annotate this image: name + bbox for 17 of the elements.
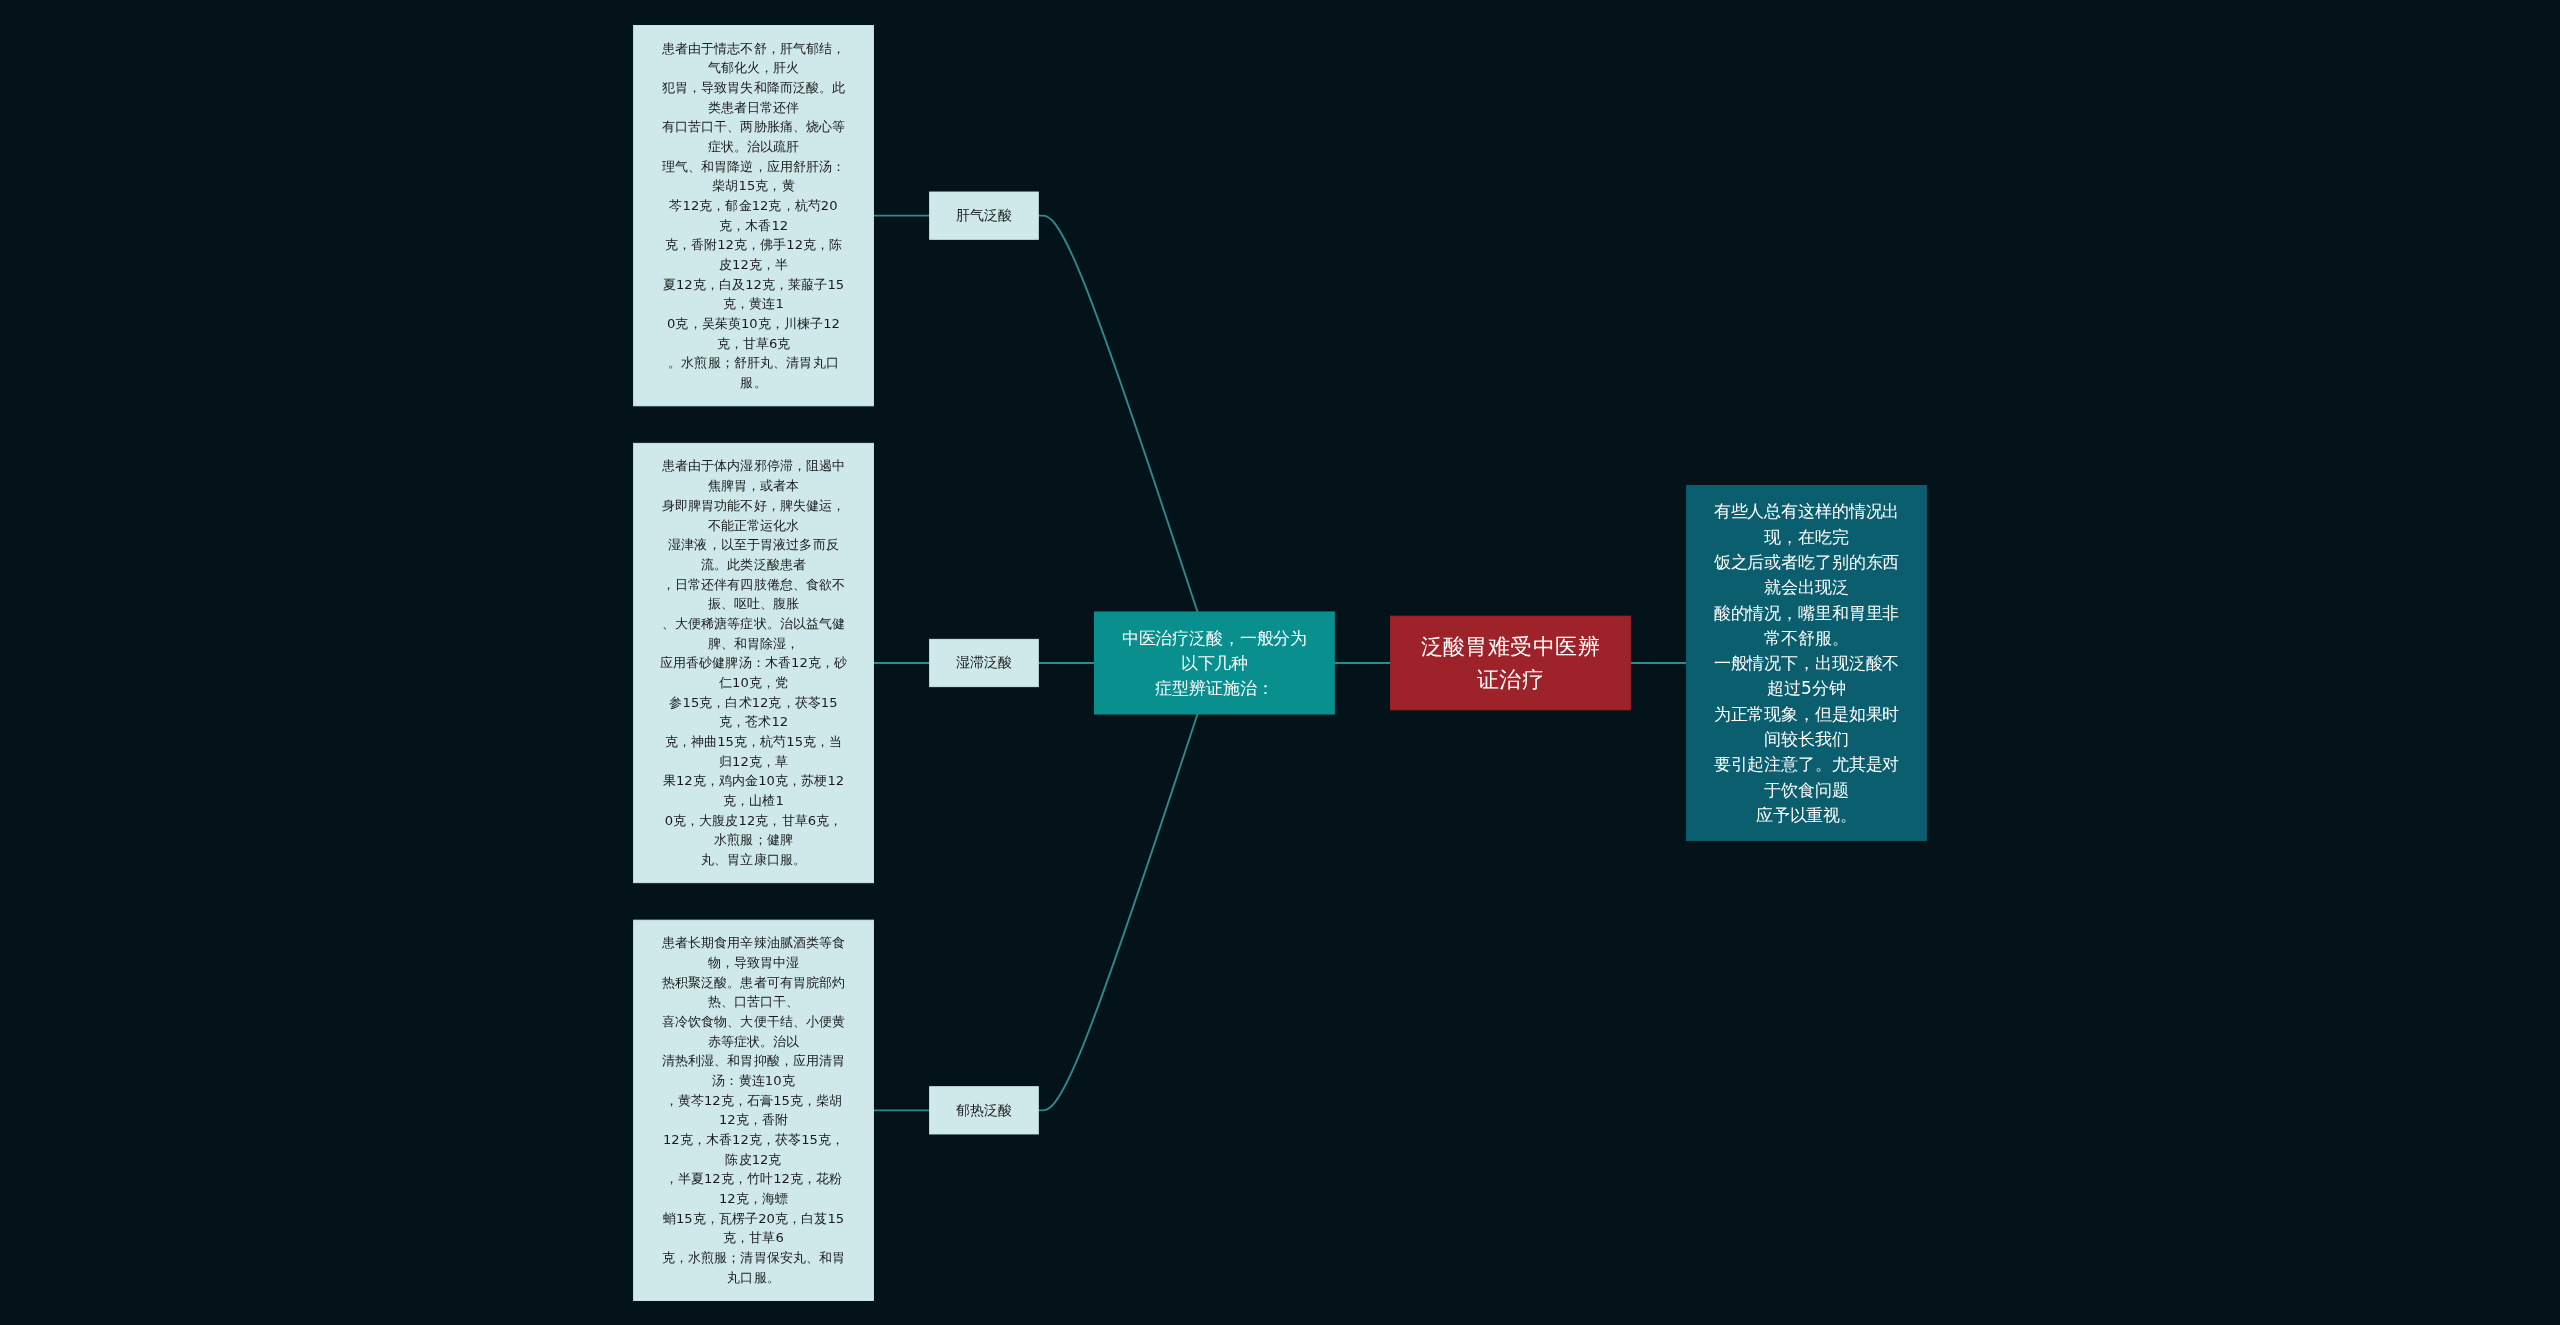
node-box: 患者由于体内湿邪停滞，阻遏中焦脾胃，或者本身即脾胃功能不好，脾失健运，不能正常运化水湿津液，以至于胃液过多而反流。此类泛酸患者，日常还伴有四肢倦怠、食欲不振、呕吐、腹胀、大便稀溏等症状。治以益气健脾、和胃除湿，应用香砂健脾汤：木香12克，砂仁10克，党参15克，白术12克，茯苓15克，苍术12克，神曲15克，杭芍15克，当归12克，草果12克，鸡内金10克，苏梗12克，山楂10克，大腹皮12克，甘草6克，水煎服；健脾丸、胃立康口服。	[633, 442, 874, 883]
node-box: 患者长期食用辛辣油腻酒类等食物，导致胃中湿热积聚泛酸。患者可有胃脘部灼热、口苦口干、喜冷饮食物、大便干结、小便黄赤等症状。治以清热利湿、和胃抑酸，应用清胃汤：黄连10克，黄芩12克，石膏15克，柴胡12克，香附12克，木香12克，茯苓15克，陈皮12克，半夏12克，竹叶12克，花粉12克，海螵蛸15克，瓦楞子20克，白芨15克，甘草6克，水煎服；清胃保安丸、和胃丸口服。	[633, 919, 874, 1301]
connector	[872, 1108, 931, 1111]
node-box: 有些人总有这样的情况出现，在吃完饭之后或者吃了别的东西就会出现泛酸的情况，嘴里和胃里非常不舒服。一般情况下，出现泛酸不超过5分钟为正常现象，但是如果时间较长我们要引起注意了。尤其是对于饮食问题应予以重视。	[1686, 484, 1927, 841]
connector	[872, 214, 931, 217]
node-box: 泛酸胃难受中医辨证治疗	[1390, 615, 1631, 710]
node-box: 中医治疗泛酸，一般分为以下几种症型辨证施治：	[1094, 610, 1335, 715]
connector	[1037, 214, 1199, 613]
connector	[1333, 661, 1392, 664]
connector	[1629, 661, 1688, 664]
node-box: 湿滞泛酸	[929, 638, 1039, 687]
connector	[872, 661, 931, 664]
connector	[1037, 712, 1199, 1111]
node-box: 肝气泛酸	[929, 191, 1039, 240]
node-box: 患者由于情志不舒，肝气郁结，气郁化火，肝火犯胃，导致胃失和降而泛酸。此类患者日常还伴有口苦口干、两胁胀痛、烧心等症状。治以疏肝理气、和胃降逆，应用舒肝汤：柴胡15克，黄芩12克，郁金12克，杭芍20克，木香12克，香附12克，佛手12克，陈皮12克，半夏12克，白及12克，莱菔子15克，黄连10克，吴茱萸10克，川楝子12克，甘草6克。水煎服；舒肝丸、清胃丸口服。	[633, 24, 874, 406]
connector	[1037, 661, 1096, 664]
node-box: 郁热泛酸	[929, 1085, 1039, 1134]
